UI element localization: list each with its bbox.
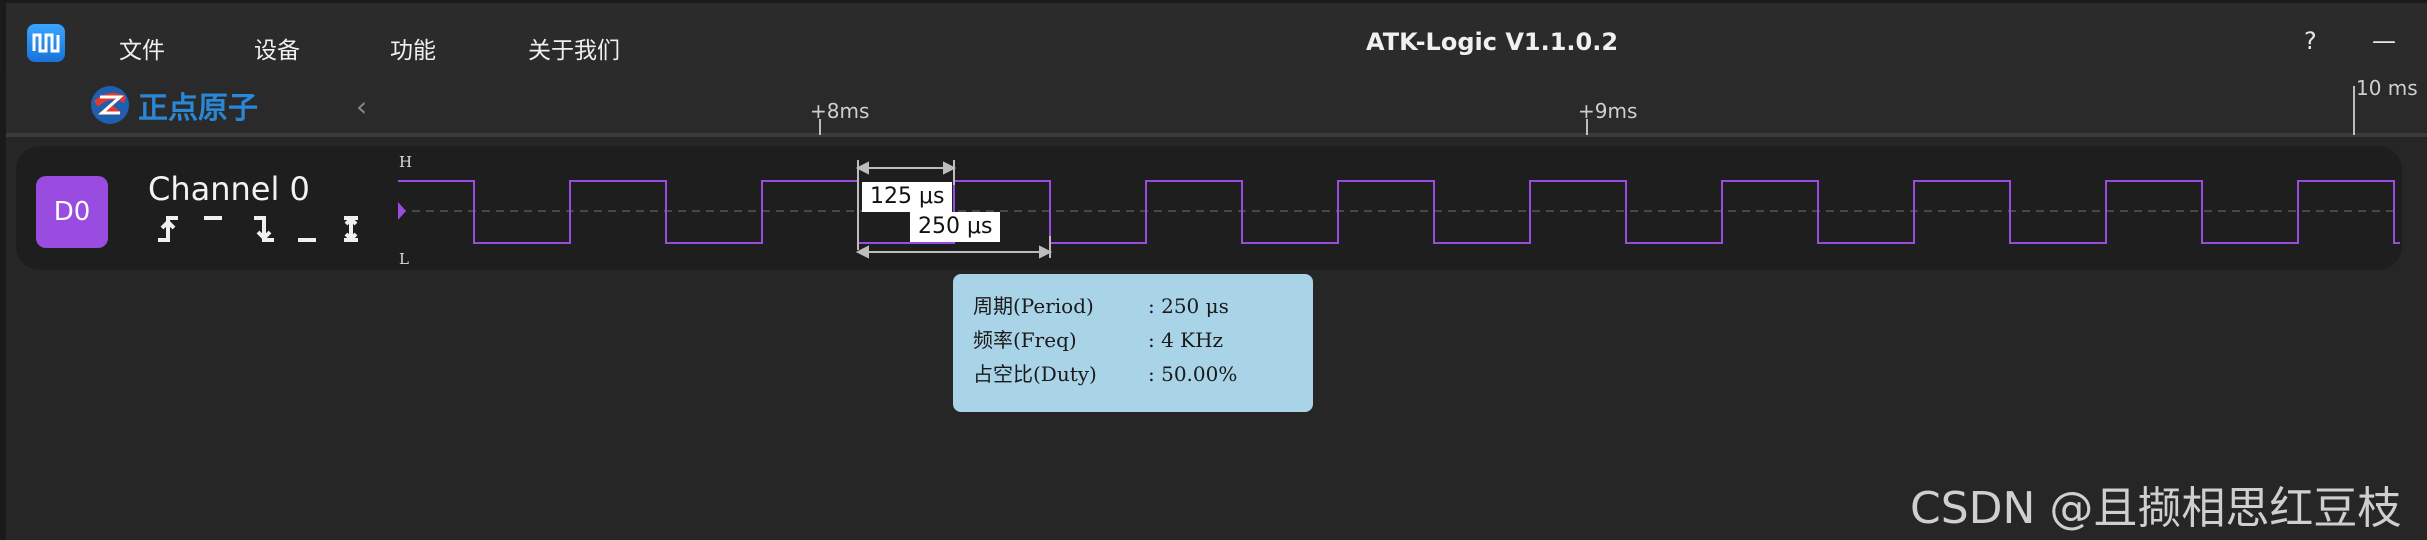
duty-key: 占空比(Duty)	[973, 362, 1097, 386]
channel-marker-icon	[398, 202, 406, 220]
channel-0-waveform	[398, 180, 2400, 244]
brand-logo: 正点原子	[88, 82, 258, 128]
period-label: 250 μs	[910, 212, 1001, 242]
menu-about[interactable]: 关于我们	[528, 38, 620, 64]
help-button[interactable]: ?	[2304, 27, 2317, 55]
period-value: : 250 μs	[1148, 294, 1229, 318]
ruler-label-10ms: 10 ms	[2356, 76, 2418, 100]
any-edge-trigger-icon[interactable]	[344, 216, 358, 242]
app-title: ATK-Logic V1.1.0.2	[1366, 28, 1619, 56]
trigger-options	[158, 216, 358, 242]
falling-edge-trigger-icon[interactable]	[254, 216, 274, 242]
ruler-label-9ms: +9ms	[1578, 99, 1638, 123]
period-dimension	[855, 236, 1053, 259]
minimize-button[interactable]: —	[2372, 27, 2396, 55]
half-period-label: 125 μs	[862, 182, 953, 212]
ruler-baseline	[6, 133, 2427, 135]
window-frame-left	[0, 0, 6, 540]
channel-badge[interactable]: D0	[36, 176, 108, 248]
rising-edge-trigger-icon[interactable]	[158, 216, 178, 242]
duty-value: : 50.00%	[1148, 362, 1238, 386]
half-period-dimension	[855, 160, 957, 250]
ruler-label-8ms: +8ms	[810, 99, 870, 123]
low-level-label: L	[399, 250, 409, 268]
info-row-duty: 占空比(Duty) : 50.00%	[973, 358, 1237, 387]
timeline-ruler[interactable]	[6, 75, 2427, 137]
channel-row[interactable]	[16, 146, 2402, 270]
collapse-panel-button[interactable]: ‹	[356, 90, 368, 123]
high-level-label: H	[399, 153, 413, 171]
app-logo-icon	[27, 24, 65, 62]
freq-key: 频率(Freq)	[973, 328, 1077, 352]
brand-text: 正点原子	[138, 91, 258, 126]
title-bar: 文件 设备 功能 关于我们 ATK-Logic V1.1.0.2 ? —	[6, 3, 2427, 75]
measurement-info-panel: 周期(Period) : 250 μs 频率(Freq) : 4 KHz 占空比(D…	[953, 274, 1313, 412]
info-row-freq: 频率(Freq) : 4 KHz	[973, 324, 1223, 353]
menu-function[interactable]: 功能	[390, 38, 436, 64]
ruler-tick-8ms	[819, 119, 821, 135]
brand-mark-icon	[91, 86, 129, 124]
period-key: 周期(Period)	[973, 294, 1094, 318]
freq-value: : 4 KHz	[1148, 328, 1224, 352]
menu-file[interactable]: 文件	[119, 38, 165, 64]
channel-name[interactable]: Channel 0	[148, 170, 310, 208]
menu-device[interactable]: 设备	[254, 38, 300, 64]
info-row-period: 周期(Period) : 250 μs	[973, 290, 1229, 319]
ruler-tick-10ms	[2353, 86, 2355, 135]
window-frame-top	[0, 0, 2427, 3]
watermark: CSDN @且撷相思红豆枝	[1910, 483, 2402, 534]
ruler-tick-9ms	[1586, 119, 1588, 135]
